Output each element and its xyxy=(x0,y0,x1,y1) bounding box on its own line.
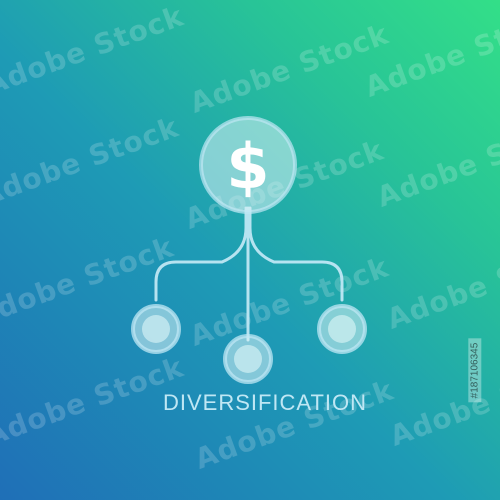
side-id: #187106345 xyxy=(468,338,482,403)
diversification-title: DIVERSIFICATION xyxy=(162,390,368,415)
dollar-icon: $ xyxy=(226,130,269,203)
